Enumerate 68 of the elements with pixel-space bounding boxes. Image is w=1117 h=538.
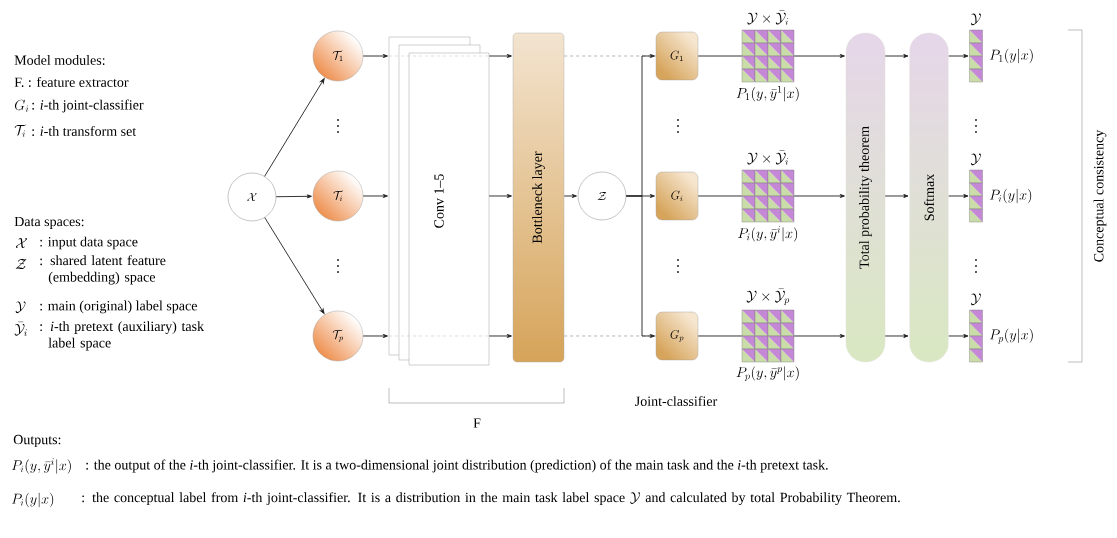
math-symbol: $\bar{\mathcal{Y}}_i$ <box>14 321 27 337</box>
probability-vector <box>969 29 983 83</box>
section-heading: Model modules: <box>14 55 105 65</box>
arrow <box>264 217 325 314</box>
arrow <box>793 334 845 338</box>
definition-text: : i-th joint-classifier <box>32 99 144 113</box>
classifier-box: $G_1$ <box>655 31 699 81</box>
arrow <box>264 78 325 177</box>
math-symbol: $\mathcal{T}_i$ <box>14 124 27 138</box>
arrow <box>793 54 845 58</box>
definition-text: : i-th pretext (auxiliary) task label space <box>40 321 205 351</box>
bracket-label: F <box>473 418 481 428</box>
arrow <box>884 194 909 198</box>
arrow <box>625 195 655 338</box>
arrow <box>362 334 388 338</box>
arrow <box>488 334 512 338</box>
math-symbol: $G_i$ <box>14 99 29 113</box>
probability-label: $P_1(y, \bar{y}^1|x)$ <box>736 86 799 102</box>
arrow <box>884 54 909 58</box>
probability-label: $P_p(y|x)$ <box>989 328 1033 344</box>
definition-text: : input data space <box>40 236 138 250</box>
probability-matrix <box>741 309 795 363</box>
probability-label: $P_i(y|x)$ <box>989 188 1032 204</box>
processing-pill: Total probability theorem <box>845 32 886 363</box>
arrow <box>884 334 909 338</box>
math-symbol: $P_i(y, \bar{y}^i|x)$ <box>11 458 71 474</box>
bracket-label: Joint-classifier <box>635 396 718 406</box>
definition-text: : main (original) label space <box>40 300 197 314</box>
section-heading: Outputs: <box>13 434 61 448</box>
arrow <box>488 54 512 58</box>
space-label: $\mathcal{Y}$ <box>971 293 981 306</box>
probability-vector <box>969 309 983 363</box>
space-label: $\mathcal{Y}$ <box>971 13 981 26</box>
section-heading: Data spaces: <box>14 216 84 230</box>
processing-pill: Softmax <box>909 32 949 363</box>
classifier-box: $G_i$ <box>655 171 699 221</box>
math-symbol: $\mathcal{Y}$ <box>15 301 26 314</box>
arrow <box>275 194 312 199</box>
probability-label: $P_i(y, \bar{y}^i|x)$ <box>738 226 798 242</box>
arrow <box>488 194 512 198</box>
math-symbol: $\mathcal{X}$ <box>15 238 27 248</box>
arrow <box>362 54 388 58</box>
definition-text: F. : feature extractor <box>14 76 129 88</box>
definition-text: : shared latent feature (embedding) space <box>40 255 166 285</box>
probability-matrix <box>741 169 795 223</box>
arrow <box>563 194 577 198</box>
probability-label: $P_1(y|x)$ <box>989 48 1033 64</box>
probability-matrix <box>741 29 795 83</box>
probability-label: $P_p(y, \bar{y}^p|x)$ <box>736 366 799 382</box>
arrow <box>948 334 969 338</box>
arrow <box>948 194 969 198</box>
definition-text: : the conceptual label from i-th joint-classifier. It is a distribution in the main task label space $\mathcal{Y}$ and calculated by total Probability Theorem. <box>82 492 900 506</box>
conv-layer-stack: Conv 1–5 <box>388 36 490 366</box>
definition-text: : the output of the i-th joint-classifier. It is a two-dimensional joint distribution (prediction) of the main task and the i-th pretext task. <box>86 459 828 473</box>
math-symbol: $\mathcal{Z}$ <box>15 259 27 269</box>
arrow <box>362 194 388 198</box>
definition-text: : i-th transform set <box>32 125 137 137</box>
classifier-box: $G_p$ <box>655 311 699 361</box>
bracket-label: Conceptual consistency <box>1093 129 1107 262</box>
arrow <box>948 54 969 58</box>
probability-vector <box>969 169 983 223</box>
arrow <box>793 194 845 198</box>
space-label: $\mathcal{Y}\times\bar{\mathcal{Y}}_i$ <box>747 150 788 165</box>
math-symbol: $P_i(y|x)$ <box>11 492 54 508</box>
bottleneck-layer-bar: Bottleneck layer <box>512 32 565 363</box>
space-label: $\mathcal{Y}\times\bar{\mathcal{Y}}_i$ <box>747 10 788 25</box>
space-label: $\mathcal{Y}\times\bar{\mathcal{Y}}_p$ <box>746 288 790 305</box>
space-label: $\mathcal{Y}$ <box>971 153 981 166</box>
